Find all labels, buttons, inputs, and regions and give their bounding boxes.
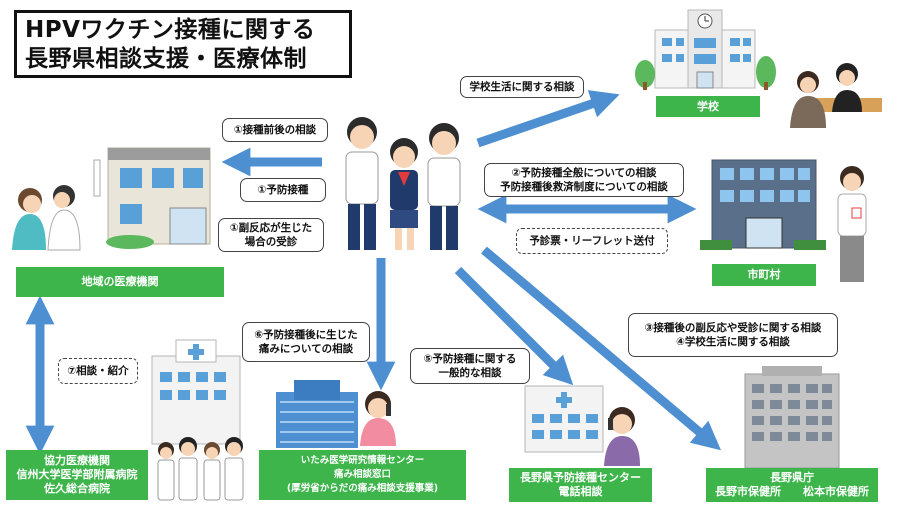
label-pain-consult-line-1: ⑥予防接種後に生じた	[254, 329, 358, 341]
prefecture-line-2: 長野市保健所 松本市保健所	[715, 485, 869, 498]
label-pain-consult-line-2: 痛みについての相談	[258, 343, 354, 355]
node-school-label: 学校	[697, 99, 719, 113]
phone-operator-icon	[360, 391, 396, 446]
label-school-life: 学校生活に関する相談	[460, 76, 584, 98]
label-side-effect: ①副反応が生じた 場合の受診	[218, 218, 324, 252]
node-prefecture: 長野県庁 長野市保健所 松本市保健所	[706, 468, 878, 502]
staff-woman-icon	[837, 166, 867, 282]
node-school: 学校	[656, 96, 760, 117]
label-school-life-text: 学校生活に関する相談	[469, 81, 575, 93]
label-before-after-text: ①接種前後の相談	[233, 124, 317, 136]
label-leaflet: 予診票・リーフレット送付	[516, 228, 668, 254]
cooperating-line-1: 協力医療機関	[44, 454, 110, 467]
label-adverse-school: ③接種後の副反応や受診に関する相談 ④学校生活に関する相談	[628, 313, 838, 357]
students-icon	[345, 117, 461, 250]
office-building-icon	[276, 380, 358, 448]
itami-line-3: (厚労省からだの痛み相談支援事業)	[286, 483, 439, 494]
itami-line-1: いたみ医学研究情報センター	[300, 455, 425, 466]
prefecture-building-icon	[744, 366, 840, 469]
hospital-building-icon	[151, 339, 241, 445]
phone-consultant-icon	[604, 407, 640, 466]
node-municipality-label: 市町村	[747, 268, 781, 281]
label-referral-text: ⑦相談・紹介	[67, 365, 129, 377]
label-vaccination-text: ①予防接種	[257, 184, 309, 196]
node-local-clinic-label: 地域の医療機関	[81, 275, 159, 288]
label-before-after: ①接種前後の相談	[222, 118, 328, 142]
doctor-patient-icon	[12, 185, 81, 251]
label-adverse-school-line-1: ③接種後の副反応や受診に関する相談	[644, 322, 822, 334]
label-side-effect-line-2: 場合の受診	[244, 236, 298, 248]
vaccination-center-line-1: 長野県予防接種センター	[520, 471, 641, 484]
node-municipality: 市町村	[712, 264, 816, 286]
consultation-people-icon	[790, 63, 882, 128]
label-leaflet-text: 予診票・リーフレット送付	[529, 235, 655, 247]
medical-staff-icon	[157, 437, 244, 501]
vaccination-center-line-2: 電話相談	[558, 485, 603, 498]
label-general-consult: ⑤予防接種に関する 一般的な相談	[410, 348, 530, 384]
prefecture-line-1: 長野県庁	[770, 471, 814, 484]
node-itami-center: いたみ医学研究情報センター 痛み相談窓口 (厚労省からだの痛み相談支援事業)	[259, 450, 466, 500]
label-pain-consult: ⑥予防接種後に生じた 痛みについての相談	[242, 322, 370, 362]
clinic-building-icon	[93, 147, 211, 249]
label-referral: ⑦相談・紹介	[58, 358, 138, 384]
itami-line-2: 痛み相談窓口	[333, 469, 391, 480]
cooperating-line-2: 信州大学医学部附属病院	[16, 468, 138, 481]
municipality-building-icon	[700, 159, 826, 250]
label-side-effect-line-1: ①副反応が生じた	[229, 222, 313, 234]
node-local-clinic: 地域の医療機関	[16, 267, 224, 297]
vaccination-center-building-icon	[524, 385, 604, 453]
label-general-vaccination: ②予防接種全般についての相談 予防接種後救済制度についての相談	[484, 163, 684, 197]
title-line-1: HPVワクチン接種に関する	[25, 17, 316, 43]
label-general-vaccination-line-1: ②予防接種全般についての相談	[511, 167, 657, 179]
label-vaccination: ①予防接種	[240, 178, 326, 202]
label-general-vaccination-line-2: 予防接種後救済制度についての相談	[500, 181, 668, 193]
cooperating-line-3: 佐久総合病院	[44, 482, 110, 495]
node-vaccination-center: 長野県予防接種センター 電話相談	[509, 468, 652, 502]
title-line-2: 長野県相談支援・医療体制	[25, 46, 307, 72]
label-general-consult-line-2: 一般的な相談	[438, 367, 502, 379]
arrow-to-school	[476, 90, 620, 148]
label-general-consult-line-1: ⑤予防接種に関する	[423, 353, 517, 365]
diagram-title: HPVワクチン接種に関する 長野県相談支援・医療体制	[14, 10, 352, 78]
label-adverse-school-line-2: ④学校生活に関する相談	[676, 336, 790, 348]
school-building-icon	[635, 9, 776, 90]
arrow-to-vaccination-center	[454, 266, 574, 386]
arrow-to-prefecture	[481, 246, 721, 451]
node-cooperating-hospitals: 協力医療機関 信州大学医学部附属病院 佐久総合病院	[6, 450, 148, 500]
